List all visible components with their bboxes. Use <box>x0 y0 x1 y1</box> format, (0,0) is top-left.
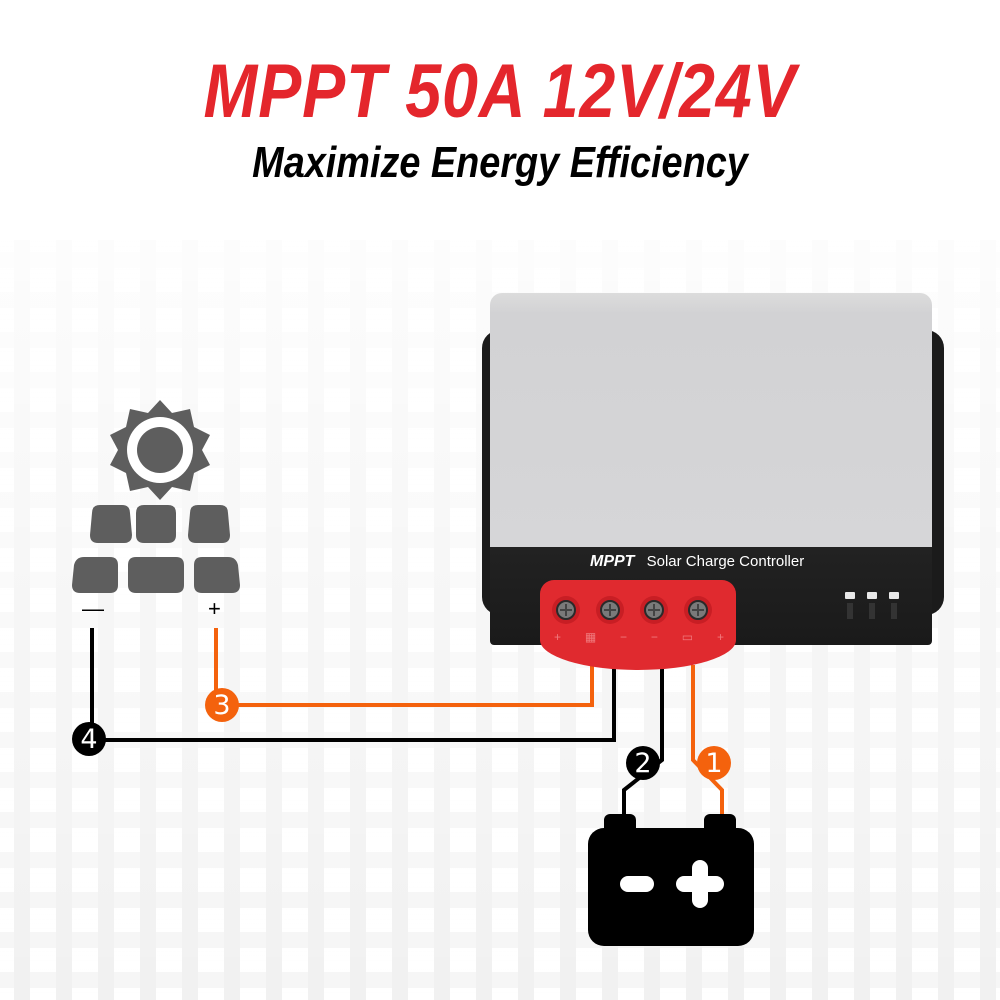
screw-icon <box>688 600 708 620</box>
screw-icon <box>600 600 620 620</box>
screw-icon <box>644 600 664 620</box>
led-battery <box>867 592 877 619</box>
terminal-battery-negative[interactable] <box>640 596 668 624</box>
step-badge-2: 2 <box>626 746 660 780</box>
page-title: MPPT 50A 12V/24V <box>203 49 797 134</box>
page-subtitle: Maximize Energy Efficiency <box>252 138 748 187</box>
led-solar <box>845 592 855 619</box>
terminal-markings: + ▦ − − ▭ + <box>554 630 724 644</box>
step-badge-1: 1 <box>697 746 731 780</box>
battery-icon <box>588 814 754 946</box>
step-badge-3: 3 <box>205 688 239 722</box>
controller-cover <box>490 293 932 553</box>
battery-icon: ▭ <box>681 630 694 644</box>
solar-positive-label: + <box>208 596 221 621</box>
controller-brand: MPPT <box>590 553 635 570</box>
solar-icon: ▦ <box>584 630 597 644</box>
battery-icon <box>889 592 899 599</box>
solar-negative-label: — <box>82 596 104 621</box>
terminal-solar-negative[interactable] <box>596 596 624 624</box>
solar-icon <box>845 592 855 599</box>
terminal-block: + ▦ − − ▭ + <box>540 580 736 670</box>
screw-icon <box>556 600 576 620</box>
controller-label-text: Solar Charge Controller <box>646 553 805 570</box>
indicator-leds <box>845 592 899 619</box>
terminal-solar-positive[interactable] <box>552 596 580 624</box>
terminal-battery-positive[interactable] <box>684 596 712 624</box>
battery-icon <box>867 592 877 599</box>
step-badge-4: 4 <box>72 722 106 756</box>
controller-label: MPPT Solar Charge Controller <box>590 553 804 571</box>
led-load <box>889 592 899 619</box>
solar-panel-icon <box>72 400 240 593</box>
